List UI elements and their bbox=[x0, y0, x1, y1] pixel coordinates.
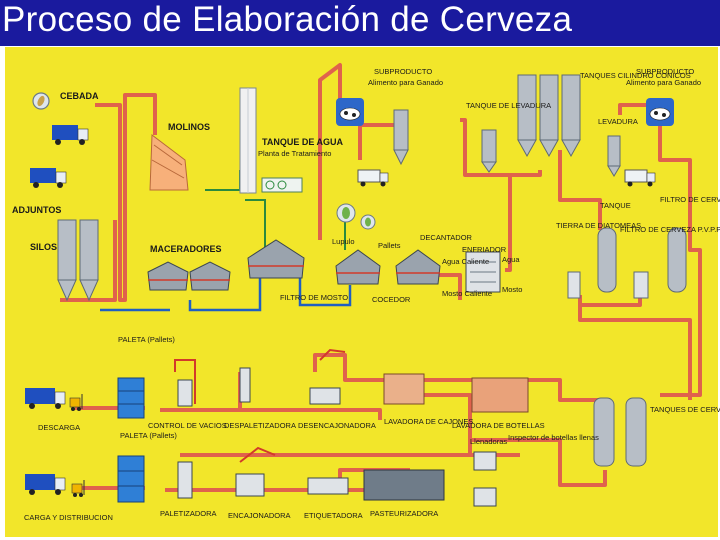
label-levadura: LEVADURA bbox=[598, 117, 638, 126]
label-molinos: MOLINOS bbox=[168, 122, 210, 132]
mill-icon bbox=[149, 134, 189, 191]
label-alimento-ganado-2: Alimento para Ganado bbox=[626, 78, 701, 87]
forklift-icon bbox=[71, 480, 85, 497]
page-title: Proceso de Elaboración de Cerveza bbox=[2, 0, 573, 39]
hop-icon bbox=[360, 214, 376, 230]
silo-icon bbox=[607, 135, 621, 177]
process-diagram: CEBADA ADJUNTOS SILOS MOLINOS MACERADORE… bbox=[5, 47, 720, 537]
label-agua: Agua bbox=[502, 255, 520, 264]
label-desencajonadora: DESENCAJONADORA bbox=[298, 421, 376, 430]
label-cebada: CEBADA bbox=[60, 91, 99, 101]
label-filtro-cerveza: FILTRO DE CERVEZA bbox=[660, 195, 720, 204]
water-pipes bbox=[100, 170, 352, 312]
label-despaletizadora: DESPALETIZADORA bbox=[224, 421, 296, 430]
bright-beer-tanks-icon bbox=[593, 397, 647, 467]
label-planta-tratamiento: Planta de Tratamiento bbox=[258, 149, 331, 158]
cow-icon bbox=[336, 98, 364, 126]
label-subproducto-2: SUBPRODUCTO bbox=[636, 67, 694, 76]
label-decantador: DECANTADOR bbox=[420, 233, 473, 242]
label-tanque-agua: TANQUE DE AGUA bbox=[262, 137, 344, 147]
label-lupulo: Lupulo bbox=[332, 237, 355, 246]
label-descarga: DESCARGA bbox=[38, 423, 80, 432]
fermentation-tanks-icon bbox=[517, 74, 581, 158]
label-tanque-levadura: TANQUE DE LEVADURA bbox=[466, 101, 551, 110]
label-encajonadora: ENCAJONADORA bbox=[228, 511, 291, 520]
silo-icon bbox=[57, 219, 99, 302]
filter-icon bbox=[567, 227, 687, 299]
vessel-icon bbox=[335, 249, 381, 285]
silo-icon bbox=[393, 109, 409, 166]
label-mosto-caliente: Mosto Caliente bbox=[442, 289, 492, 298]
truck-icon bbox=[52, 125, 89, 145]
label-filtro-pvpp: FILTRO DE CERVEZA P.V.P.P. bbox=[620, 225, 720, 234]
truck-icon bbox=[624, 169, 656, 187]
machine-icon bbox=[174, 348, 529, 413]
label-subproducto-1: SUBPRODUCTO bbox=[374, 67, 432, 76]
label-control-vacios: CONTROL DE VACIOS bbox=[148, 421, 227, 430]
label-silos: SILOS bbox=[30, 242, 57, 252]
pallet-stack-icon bbox=[117, 377, 145, 503]
label-tanques-cilindro: TANQUES CILINDRO CONICOS bbox=[580, 71, 691, 80]
label-inspector: Inspector de botellas llenas bbox=[508, 433, 599, 442]
label-maceradores: MACERADORES bbox=[150, 244, 222, 254]
label-enfriador: ENFRIADOR bbox=[462, 245, 507, 254]
label-pasteurizadora: PASTEURIZADORA bbox=[370, 509, 438, 518]
vessel-icon bbox=[147, 261, 231, 291]
label-lavadora-cajones: LAVADORA DE CAJONES bbox=[384, 417, 473, 426]
treatment-plant-icon bbox=[261, 177, 303, 193]
diagram-labels: CEBADA ADJUNTOS SILOS MOLINOS MACERADORE… bbox=[12, 67, 720, 522]
cow-icon bbox=[646, 98, 674, 126]
label-agua-caliente: Agua Caliente bbox=[442, 257, 489, 266]
header-band bbox=[0, 0, 720, 46]
label-cocedor: COCEDOR bbox=[372, 295, 411, 304]
cooler-icon bbox=[465, 251, 501, 293]
hop-icon bbox=[336, 203, 356, 223]
machine-icon bbox=[177, 446, 497, 507]
truck-icon bbox=[357, 169, 389, 187]
label-etiquetadora: ETIQUETADORA bbox=[304, 511, 363, 520]
water-tank-icon bbox=[239, 87, 257, 194]
label-adjuntos: ADJUNTOS bbox=[12, 205, 61, 215]
label-alimento-ganado-1: Alimento para Ganado bbox=[368, 78, 443, 87]
label-paletizadora: PALETIZADORA bbox=[160, 509, 217, 518]
truck-icon bbox=[30, 168, 67, 188]
label-filtro-mosto: FILTRO DE MOSTO bbox=[280, 293, 348, 302]
label-carga-distribucion: CARGA Y DISTRIBUCION bbox=[24, 513, 113, 522]
label-paleta-pallets-2: PALETA (Pallets) bbox=[120, 431, 177, 440]
label-paleta-pallets-1: PALETA (Pallets) bbox=[118, 335, 175, 344]
forklift-icon bbox=[69, 394, 83, 411]
truck-icon bbox=[25, 474, 66, 495]
label-tierra-diatomeas: TIERRA DE DIATOMEAS bbox=[556, 221, 641, 230]
wort-filter-icon bbox=[247, 239, 305, 279]
label-llenadoras: Llenadoras bbox=[470, 437, 507, 446]
label-lavadora-botellas: LAVADORA DE BOTELLAS bbox=[452, 421, 545, 430]
vessel-icon bbox=[395, 249, 441, 285]
label-tanque: TANQUE bbox=[600, 201, 631, 210]
grain-icon bbox=[32, 92, 50, 110]
label-mosto: Mosto bbox=[502, 285, 522, 294]
label-pallets: Pallets bbox=[378, 241, 401, 250]
label-tanques-filtrada: TANQUES DE CERVEZA FILTRADA bbox=[650, 405, 720, 414]
truck-icon bbox=[25, 388, 66, 409]
yeast-tank-icon bbox=[481, 129, 497, 173]
